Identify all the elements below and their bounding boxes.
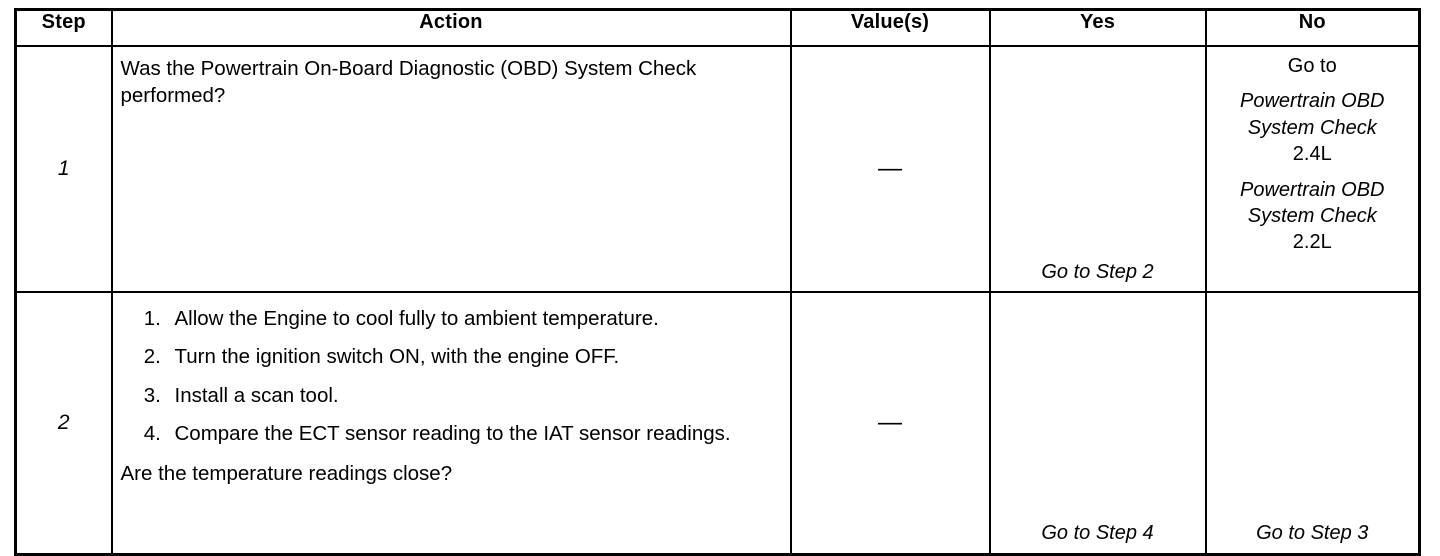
step-number-cell: 1: [14, 45, 113, 293]
column-header-step: Step: [15, 8, 113, 47]
no-ref2-line3: 2.2L: [1292, 231, 1332, 254]
no-ref2-line2: System Check: [1247, 204, 1377, 227]
table-row: 1 Was the Powertrain On-Board Diagnostic…: [14, 45, 1421, 293]
yes-goto-reference: Go to Step 2: [1041, 260, 1154, 283]
value-dash: —: [878, 409, 902, 436]
value-cell: —: [789, 291, 991, 556]
no-ref2-line1: Powertrain OBD: [1240, 178, 1385, 201]
no-ref1-line2: System Check: [1247, 116, 1377, 139]
value-dash: —: [878, 155, 902, 182]
no-reference-block-2: Powertrain OBD System Check 2.2L: [1207, 177, 1419, 256]
list-item: Install a scan tool.: [167, 382, 780, 409]
yes-goto-reference: Go to Step 4: [1041, 521, 1154, 544]
diagnostic-table: Step Action Value(s) Yes No 1 Was the Po…: [14, 8, 1421, 556]
yes-cell: Go to Step 4: [988, 291, 1207, 556]
no-reference-block-1: Powertrain OBD System Check 2.4L: [1207, 88, 1419, 167]
action-step-list: Allow the Engine to cool fully to ambien…: [121, 305, 780, 448]
no-ref1-line3: 2.4L: [1292, 143, 1332, 166]
action-question: Are the temperature readings close?: [120, 461, 453, 485]
table-row: 2 Allow the Engine to cool fully to ambi…: [14, 291, 1421, 556]
column-header-action: Action: [110, 8, 792, 47]
step-number-cell: 2: [14, 291, 113, 556]
yes-cell: Go to Step 2: [988, 45, 1207, 293]
header-row: Step Action Value(s) Yes No: [15, 8, 1420, 47]
document-page: Step Action Value(s) Yes No 1 Was the Po…: [0, 0, 1440, 544]
no-cell: Go to Powertrain OBD System Check 2.4L P…: [1204, 45, 1421, 293]
list-item: Turn the ignition switch ON, with the en…: [167, 343, 780, 370]
table-body: 1 Was the Powertrain On-Board Diagnostic…: [14, 45, 1421, 556]
action-cell: Was the Powertrain On-Board Diagnostic (…: [110, 45, 792, 293]
no-reference-stack: Go to Powertrain OBD System Check 2.4L P…: [1207, 47, 1419, 256]
table-header: Step Action Value(s) Yes No: [15, 8, 1420, 47]
list-item: Compare the ECT sensor reading to the IA…: [167, 420, 780, 447]
no-cell: Go to Step 3: [1204, 291, 1421, 556]
no-goto-label: Go to: [1287, 55, 1337, 77]
action-question: Was the Powertrain On-Board Diagnostic (…: [120, 57, 697, 108]
action-cell: Allow the Engine to cool fully to ambien…: [110, 291, 792, 556]
column-header-values: Value(s): [789, 8, 991, 47]
column-header-yes: Yes: [988, 8, 1207, 47]
list-item: Allow the Engine to cool fully to ambien…: [167, 305, 780, 332]
no-ref1-line1: Powertrain OBD: [1240, 90, 1385, 113]
value-cell: —: [789, 45, 991, 293]
no-goto-reference: Go to Step 3: [1256, 521, 1369, 544]
column-header-no: No: [1204, 8, 1420, 47]
